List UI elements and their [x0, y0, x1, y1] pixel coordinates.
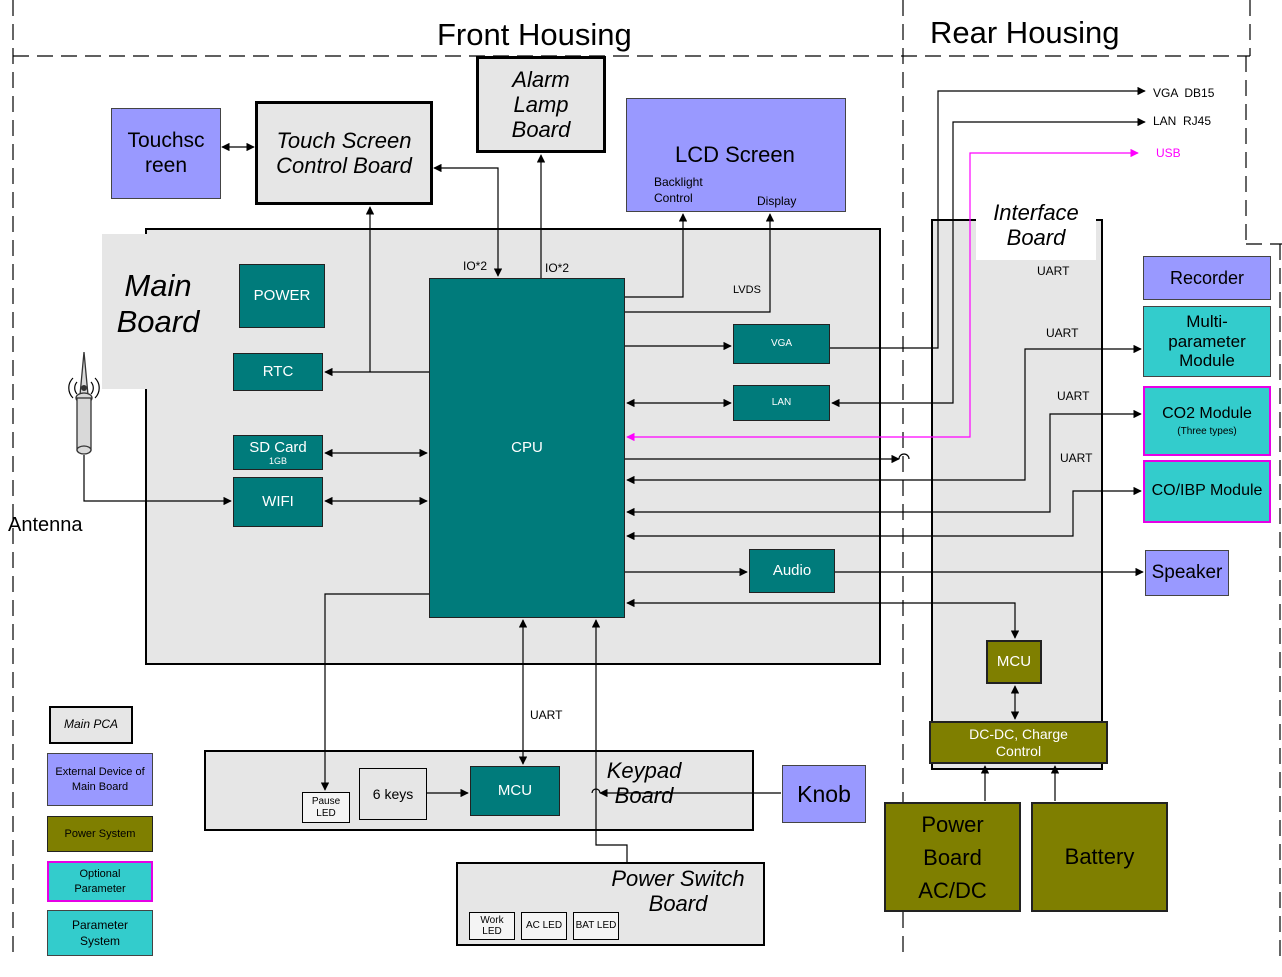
battery-block: Battery	[1031, 802, 1168, 912]
alarm-lamp-board: Alarm Lamp Board	[476, 56, 606, 153]
power-switch-label: Power Switch Board	[611, 866, 745, 917]
sd-card-label: SD Card	[249, 438, 307, 456]
sd-card-block: SD Card 1GB	[233, 435, 323, 470]
uart-label-4: UART	[1060, 451, 1093, 465]
antenna-label: Antenna	[8, 514, 83, 536]
co-ibp-module: CO/IBP Module	[1143, 460, 1271, 523]
wifi-block: WIFI	[233, 477, 323, 527]
legend-optional-parameter: Optional Parameter	[47, 861, 153, 902]
lvds-label: LVDS	[733, 284, 761, 296]
audio-block: Audio	[749, 549, 835, 593]
co2-module: CO2 Module (Three types)	[1143, 386, 1271, 456]
recorder-module: Recorder	[1143, 256, 1271, 300]
knob-block: Knob	[782, 765, 866, 823]
keypad-mcu: MCU	[470, 766, 560, 816]
front-housing-label: Front Housing	[437, 17, 632, 52]
legend-power-system: Power System	[47, 816, 153, 852]
co2-module-sub: (Three types)	[1177, 425, 1237, 437]
power-block: POWER	[239, 264, 325, 328]
port-usb: USB	[1156, 146, 1181, 160]
io-label-2: IO*2	[545, 261, 570, 275]
interface-board-label: Interface Board	[976, 190, 1096, 260]
lcd-screen-label: LCD Screen	[675, 142, 795, 167]
backlight-label: Backlight Control	[654, 175, 703, 205]
lan-block: LAN	[733, 385, 830, 421]
six-keys-block: 6 keys	[359, 768, 427, 820]
ac-led: AC LED	[521, 912, 567, 940]
legend-external-device: External Device of Main Board	[47, 753, 153, 806]
main-board-label: Main Board	[116, 268, 200, 339]
rear-housing-label: Rear Housing	[930, 15, 1120, 50]
uart-label-3: UART	[1057, 389, 1090, 403]
co2-module-label: CO2 Module	[1162, 404, 1252, 422]
vga-block: VGA	[733, 324, 830, 364]
keypad-uart-label: UART	[530, 708, 563, 722]
dcdc-charge-control: DC-DC, Charge Control	[929, 721, 1108, 764]
io-label-1: IO*2	[463, 259, 488, 273]
speaker-block: Speaker	[1145, 550, 1229, 596]
sd-card-size: 1GB	[268, 455, 287, 466]
display-label: Display	[757, 194, 797, 208]
legend-parameter-system: Parameter System	[47, 910, 153, 956]
port-lan-rj45: LAN RJ45	[1153, 114, 1212, 128]
main-board-label-bg	[102, 234, 244, 389]
interface-board	[931, 219, 1103, 770]
legend-main-pca: Main PCA	[49, 706, 133, 744]
touch-control-board: Touch Screen Control Board	[255, 101, 433, 205]
port-vga-db15: VGA DB15	[1153, 86, 1215, 100]
touchscreen-block: Touchsc reen	[111, 108, 221, 199]
power-board-acdc: Power Board AC/DC	[884, 802, 1021, 912]
rtc-block: RTC	[233, 353, 323, 391]
uart-label-1: UART	[1037, 264, 1070, 278]
bat-led: BAT LED	[573, 912, 619, 940]
keypad-board-label: Keypad Board	[606, 758, 682, 809]
work-led: Work LED	[469, 912, 515, 940]
interface-mcu: MCU	[986, 640, 1042, 684]
cpu-block: CPU	[429, 278, 625, 618]
uart-label-2: UART	[1046, 326, 1079, 340]
pause-led: Pause LED	[302, 792, 350, 823]
multi-parameter-module: Multi-parameter Module	[1143, 306, 1271, 377]
